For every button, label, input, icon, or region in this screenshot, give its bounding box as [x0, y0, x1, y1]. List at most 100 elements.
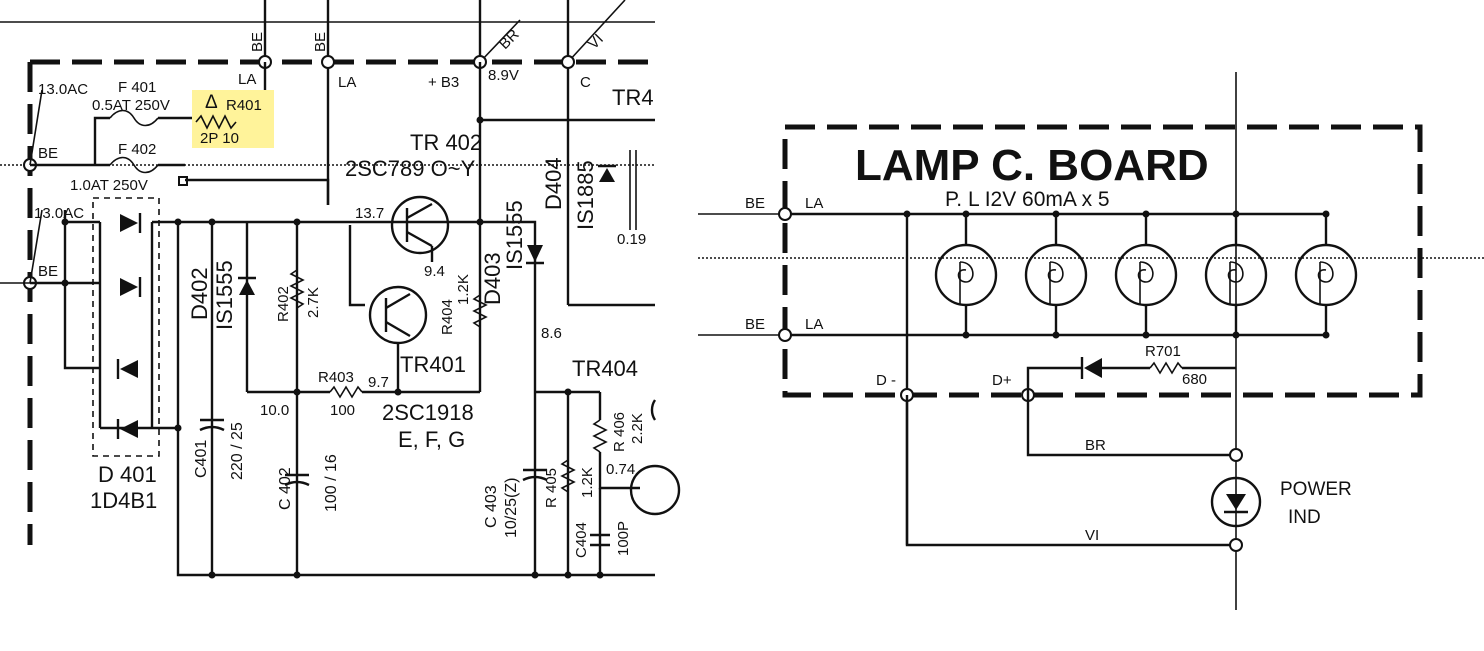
label-d401: D 401	[98, 462, 157, 487]
pilot-lamp-4	[1204, 210, 1268, 339]
label-r401: R401	[226, 97, 262, 114]
label-tr4: TR4	[612, 85, 654, 110]
voltage-10-0: 10.0	[260, 402, 289, 419]
transistor-tr402	[390, 195, 450, 255]
label-c403: C 403	[483, 485, 500, 528]
bridge-diode-3	[116, 359, 138, 379]
label-r401-value: 2P 10	[200, 130, 239, 147]
resistor-r404	[472, 294, 488, 328]
label-r404: R404	[439, 299, 456, 335]
label-d402-type: IS1555	[212, 260, 237, 330]
label-r405-value: 1.2K	[579, 467, 596, 498]
lamp-board-subtitle: P. L I2V 60mA x 5	[945, 188, 1110, 211]
label-13ac-top: 13.0AC	[38, 81, 88, 98]
label-d401-type: 1D4B1	[90, 488, 157, 513]
label-tr402: TR 402	[410, 130, 482, 155]
resistor-r405	[560, 459, 576, 493]
fuse-f402-symbol	[109, 156, 159, 174]
lamp-group	[934, 210, 1358, 339]
label-r404-value: 1.2K	[455, 274, 472, 305]
label-d-minus: D -	[876, 372, 896, 389]
label-c402-value: 100 / 16	[323, 454, 340, 512]
label-plus-b3: + B3	[428, 74, 459, 91]
label-r402-value: 2.7K	[305, 287, 322, 318]
label-r405: R 405	[543, 468, 560, 508]
resistor-r402	[289, 269, 305, 309]
label-f402: F 402	[118, 141, 156, 158]
label-d402: D402	[187, 267, 212, 320]
transistor-tr401	[368, 285, 428, 345]
label-vi: VI	[585, 31, 607, 53]
transistor-tr404-symbol	[629, 464, 681, 516]
zener-d403	[526, 245, 544, 265]
power-supply-schematic: BE BE LA LA + B3 8.9V BR VI C TR4 13.0AC…	[0, 0, 681, 579]
label-ind: IND	[1288, 507, 1321, 528]
label-c403-value: 10/25(Z)	[503, 478, 520, 538]
label-d404: D404	[541, 157, 566, 210]
label-f401: F 401	[118, 79, 156, 96]
resistor-r701	[1149, 361, 1183, 375]
label-be-low: BE	[38, 263, 58, 280]
label-c: C	[580, 74, 591, 91]
pilot-lamp-5	[1294, 210, 1358, 339]
power-indicator-led	[1210, 476, 1262, 528]
label-la-1: LA	[238, 71, 256, 88]
label-br: BR	[496, 26, 523, 53]
voltage-0-74: 0.74	[606, 461, 635, 478]
label-la-bot: LA	[805, 316, 823, 333]
label-c402: C 402	[277, 467, 294, 510]
r401-warning-mark: Δ	[205, 92, 218, 113]
label-r406: R 406	[611, 412, 628, 452]
label-f402-rating: 1.0AT 250V	[70, 177, 148, 194]
voltage-8-6: 8.6	[541, 325, 562, 342]
label-tr401-type: 2SC1918	[382, 400, 474, 425]
label-r406-value: 2.2K	[629, 413, 646, 444]
label-c401: C401	[193, 440, 210, 478]
label-c404-value: 100P	[615, 521, 632, 556]
label-tr404: TR404	[572, 356, 638, 381]
bridge-d401-outline	[92, 197, 160, 457]
label-tr401: TR401	[400, 352, 466, 377]
diode-indicator	[1080, 357, 1102, 379]
resistor-r403	[329, 385, 363, 399]
label-d403: D403	[480, 252, 505, 305]
lamp-board-outline	[782, 124, 1423, 398]
pilot-lamp-2	[1024, 210, 1088, 339]
label-be-top: BE	[745, 195, 765, 212]
label-d404-type: IS1885	[573, 160, 598, 230]
diode-d404	[598, 164, 616, 182]
label-be-1: BE	[249, 32, 266, 52]
label-c404: C404	[573, 522, 590, 558]
voltage-9-4: 9.4	[424, 263, 445, 280]
label-8-9v: 8.9V	[488, 67, 519, 84]
label-br: BR	[1085, 437, 1106, 454]
label-r701: R701	[1145, 343, 1181, 360]
label-tr402-type: 2SC789 O~Y	[345, 156, 476, 181]
label-r402: R402	[275, 286, 292, 322]
bridge-diode-1	[120, 213, 142, 233]
label-la-top: LA	[805, 195, 823, 212]
label-power: POWER	[1280, 479, 1352, 500]
capacitor-c402	[284, 473, 310, 487]
bridge-diode-2	[120, 277, 142, 297]
capacitor-c403	[522, 468, 548, 482]
lamp-board-title: LAMP C. BOARD	[855, 141, 1209, 190]
label-be-2: BE	[312, 32, 329, 52]
label-r701-value: 680	[1182, 371, 1207, 388]
voltage-13-7: 13.7	[355, 205, 384, 222]
label-c401-value: 220 / 25	[229, 422, 246, 480]
pilot-lamp-1	[934, 210, 998, 339]
r401-highlight	[192, 90, 274, 148]
label-la-2: LA	[338, 74, 356, 91]
label-vi: VI	[1085, 527, 1099, 544]
label-f401-rating: 0.5AT 250V	[92, 97, 170, 114]
label-d403-type: IS1555	[502, 200, 527, 270]
pilot-lamp-3	[1114, 210, 1178, 339]
label-d-plus: D+	[992, 372, 1012, 389]
lamp-board-schematic: LAMP C. BOARD P. L I2V 60mA x 5 BE LA BE…	[698, 72, 1484, 610]
label-be-bot: BE	[745, 316, 765, 333]
zener-d402	[238, 276, 256, 295]
label-be-mid: BE	[38, 145, 58, 162]
label-r403: R403	[318, 369, 354, 386]
